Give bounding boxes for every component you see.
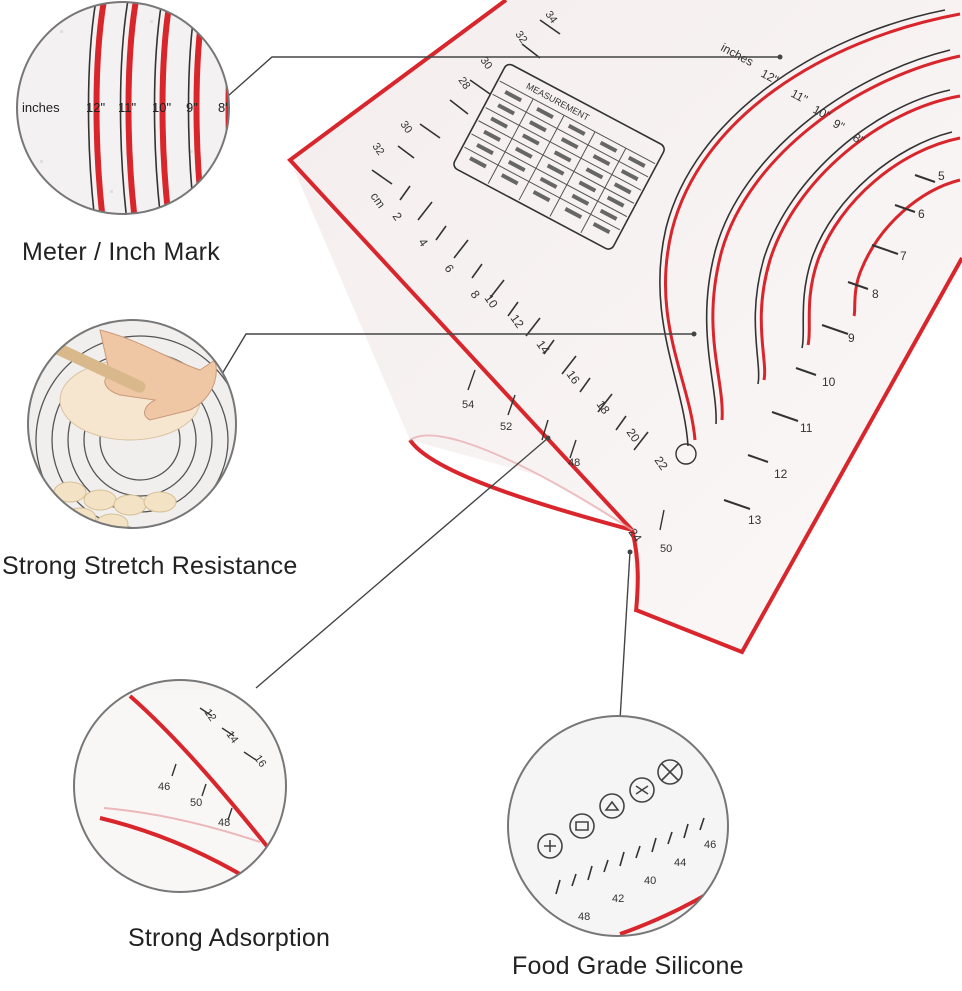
zoom3-mark: 12: [202, 707, 219, 724]
inch-ruler-right: [723, 174, 936, 510]
hand-image: [99, 329, 217, 421]
zoom3-mark: 48: [218, 817, 230, 829]
zoom4-mark: 48: [578, 911, 590, 923]
mat-inch-mark: 9: [848, 331, 855, 345]
mat-bottom-cm: 48: [568, 457, 580, 469]
zoom-circle-food-grade: 48 42 40 44 46: [507, 715, 729, 937]
zoom3-mark: 50: [190, 797, 202, 809]
mat-bottom-cm: 52: [500, 421, 512, 433]
zoom-inch-mark: 10": [152, 100, 171, 115]
zoom-inch-mark: 12": [86, 100, 105, 115]
mat-circle-mark: 11": [789, 86, 810, 106]
mat-inch-mark: 12: [774, 467, 788, 481]
no-knife-icon: [657, 759, 683, 785]
zoom4-mark: 44: [674, 857, 686, 869]
mat-inch-mark: 6: [918, 207, 925, 221]
zoom-circle-stretch: [27, 319, 237, 529]
mat-cm-top: 34: [543, 9, 560, 26]
bread-icon: [537, 833, 563, 859]
mat-bottom-cm: 50: [660, 543, 672, 555]
mat-cm-left: 30: [398, 119, 415, 136]
zoom4-mark: 46: [704, 839, 716, 851]
mat-inch-mark: 7: [900, 249, 907, 263]
mat-inch-mark: 13: [748, 513, 762, 527]
caption-strong-adsorption: Strong Adsorption: [128, 924, 331, 952]
zoom-inch-mark: 8": [218, 100, 230, 115]
flour-icon: [629, 777, 655, 803]
mat-inch-mark: 10: [822, 375, 836, 389]
zoom3-mark: 16: [252, 753, 269, 770]
caption-meter-inch-mark: Meter / Inch Mark: [22, 238, 220, 266]
mat-cm-left: 28: [456, 75, 473, 92]
concentric-circles: [663, 12, 961, 441]
mat-inch-mark: 8: [872, 287, 879, 301]
mat-cm-top: 30: [478, 55, 495, 72]
cup-icon: [569, 813, 595, 839]
zoom4-mark: 42: [612, 893, 624, 905]
mat-inch-mark: 5: [938, 169, 945, 183]
zoom-unit-label: inches: [22, 100, 60, 115]
mat-cm-top: 32: [513, 29, 530, 46]
cm-ruler-side: [399, 185, 649, 451]
leader-lines: [221, 56, 780, 721]
zoom3-mark: 14: [224, 729, 241, 746]
mat-logo-icon: [675, 443, 697, 465]
cake-icon: [599, 793, 625, 819]
silicone-mat: inches 12" 11" 10" 9" 8" 34 32 30 28 30: [287, 0, 962, 655]
mat-cm-left: 32: [370, 141, 387, 158]
caption-food-grade: Food Grade Silicone: [512, 952, 744, 980]
zoom-inch-mark: 11": [118, 100, 136, 115]
mat-inch-mark: 11: [800, 421, 813, 435]
caption-stretch-resistance: Strong Stretch Resistance: [2, 552, 298, 580]
zoom-circle-inch-mark: inches 12" 11" 10" 9" 8": [16, 1, 230, 215]
zoom-circle-adsorption: 12 14 16 46 50 48: [73, 679, 287, 893]
zoom4-mark: 40: [644, 875, 656, 887]
zoom3-mark: 46: [158, 781, 170, 793]
zoom-inch-mark: 9": [186, 100, 198, 115]
mat-bottom-cm: 54: [462, 399, 474, 411]
rolling-pin-image: [44, 339, 146, 393]
cm-ruler-top: [371, 19, 561, 185]
